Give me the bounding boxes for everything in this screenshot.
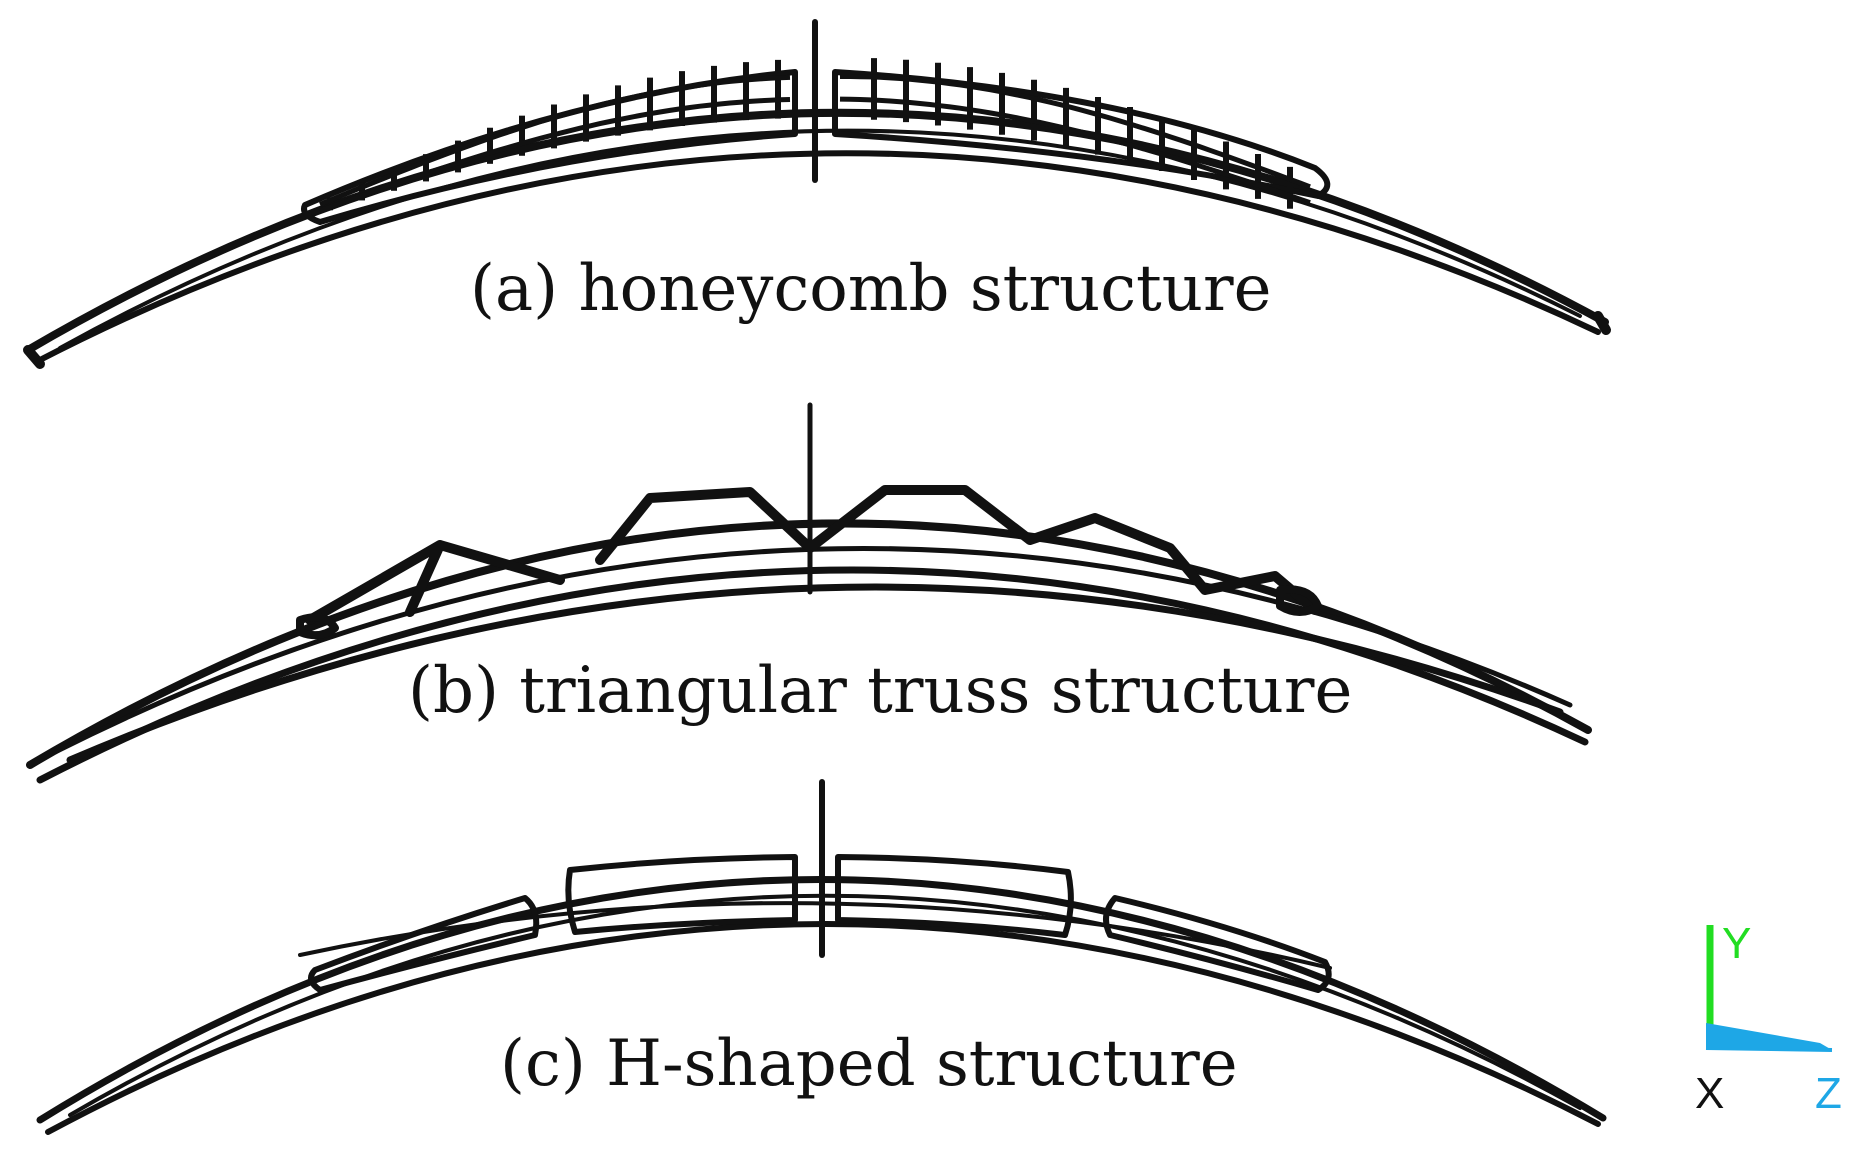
blade-a-tip-right [1593,311,1611,335]
honeycomb-cells [319,58,1311,214]
blade-c-outer-edge [36,876,1607,1124]
truss-diagonals [305,485,1320,625]
cavity-2 [565,854,798,935]
panel-b-caption: (b) triangular truss structure [408,654,1352,728]
panel-c-h-shaped: (c) H-shaped structure [36,779,1607,1135]
cavity-3 [835,854,1074,938]
honeycomb-row-wall [319,74,1311,207]
panel-c-caption: (c) H-shaped structure [500,1027,1238,1101]
z-axis-wedge [1706,1023,1832,1050]
h-web-line [298,901,1332,970]
x-axis-label: X [1695,1069,1724,1118]
honeycomb-row-wall [319,96,1311,214]
z-axis-line [1705,1046,1833,1052]
honeycomb-outline-right [832,69,1331,199]
panel-a-caption: (a) honeycomb structure [470,252,1271,326]
panel-b-truss: (b) triangular truss structure [26,402,1592,784]
cavity-4 [1103,895,1332,993]
cavity-1 [308,895,540,993]
blade-a-tip-left [23,345,45,369]
axis-triad: Y X Z [1695,919,1842,1118]
y-axis-label: Y [1722,919,1751,968]
truss-nodes [296,585,1322,640]
panel-a-honeycomb: (a) honeycomb structure [23,19,1611,369]
blade-b-lower-skin [66,583,1564,764]
z-axis-label: Z [1815,1069,1842,1118]
